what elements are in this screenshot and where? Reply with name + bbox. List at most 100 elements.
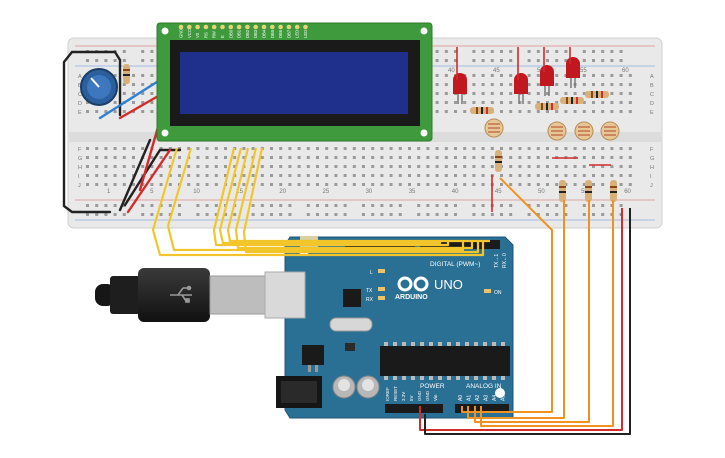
power-label: POWER [420,383,445,390]
lcd-pin[interactable] [203,24,209,30]
bb-row-letter: G [78,156,82,162]
lcd-data-wires[interactable] [151,147,490,257]
bb-row-letter: H [650,165,654,171]
lcd-pin-label: V0 [195,32,200,38]
power-pin-label: 5V [409,395,414,401]
lcd-pin[interactable] [195,24,200,30]
bb-col-number: 20 [279,189,286,195]
bb-row-letter: B [78,83,82,89]
lcd-pin[interactable] [245,24,250,30]
arduino-infinity-logo-icon [397,276,429,292]
bb-row-letter: J [650,183,653,189]
lcd-pin-label: RW [212,31,217,38]
bb-row-letter: F [650,147,654,153]
bb-row-letter: C [650,92,654,98]
left-wires[interactable] [62,48,182,214]
lcd-pin[interactable] [187,24,192,30]
analog-label: ANALOG IN [466,383,502,390]
bb-col-number: 10 [193,189,200,195]
lcd-pin-label: DB3 [253,29,258,38]
lcd-screen [180,52,408,114]
photoresistors[interactable] [484,118,620,141]
usb-cable[interactable] [95,268,306,322]
bb-row-letter: C [78,92,82,98]
on-label: ON [494,290,502,296]
lcd-pin-label: DB6 [278,29,283,38]
lcd-pin-label: DB4 [262,29,267,38]
bb-col-number: 5 [150,189,154,195]
photoresistor-icon [547,121,567,141]
bb-row-letter: D [650,101,654,107]
analog-pin-label: A1 [467,395,473,401]
bb-col-number: 1 [107,189,111,195]
tx-label: TX→1 [494,254,500,268]
bb-col-number: 40 [448,68,455,74]
bb-row-letter: I [650,174,652,180]
bb-col-number: 25 [323,189,330,195]
lcd-pin[interactable] [178,24,184,30]
bb-row-letter: F [78,147,82,153]
bb-col-number: 55 [580,68,587,74]
photoresistor-icon [600,121,620,141]
bb-col-number: 60 [622,68,629,74]
lcd-pin[interactable] [286,24,292,30]
bb-row-letter: H [78,165,82,171]
bb-row-letter: I [78,174,80,180]
lcd-pin[interactable] [294,24,300,30]
lcd-pin[interactable] [220,24,225,30]
photoresistor-icon [484,118,504,138]
lcd-pin-label: RS [203,32,208,38]
bb-row-letter: A [650,74,654,80]
bb-row-letter: E [78,110,82,116]
lcd-pin[interactable] [303,24,308,30]
analog-pin-label: A5 [501,395,507,401]
bb-col-number: 55 [581,189,588,195]
arduino-uno-board[interactable]: DIGITAL (PWM~) TX→1 RX←0 L TX RX ARDUINO… [276,236,514,419]
resistors-bottom[interactable] [495,150,617,202]
bb-col-number: 35 [409,189,416,195]
analog-wires[interactable] [461,177,614,427]
lcd-pin-label: LED [295,30,300,38]
power-pin-label: Vin [433,394,438,401]
rx-label: RX←0 [502,253,508,268]
analog-pin-label: A2 [475,395,481,401]
bb-col-number: 45 [495,189,502,195]
power-wires[interactable] [419,208,631,435]
lcd-pin[interactable] [211,24,217,30]
analog-pin-label: A3 [484,395,490,401]
lcd-pin[interactable] [236,24,242,30]
arduino-brand: ARDUINO [395,294,428,301]
led-rx-label: RX [366,297,374,303]
lcd-pin-label: VCC [187,29,192,38]
bb-row-letter: A [78,74,82,80]
lcd-pin[interactable] [270,24,275,30]
photoresistor-icon [574,121,594,141]
bb-col-number: 60 [624,189,631,195]
lcd-pin[interactable] [253,24,258,30]
bb-col-number: 50 [538,189,545,195]
bb-row-letter: J [78,183,81,189]
lcd-pin-label: DB0 [228,29,233,38]
power-pin-label: RESET [393,386,398,401]
potentiometer[interactable] [80,68,118,106]
power-pin-label: GND [425,390,430,401]
lcd-pin-label: DB2 [245,29,250,38]
resistors-top[interactable] [470,91,609,114]
resistor-pot[interactable] [123,64,130,84]
lcd-pin-label: E [220,35,225,38]
bb-row-letter: E [650,110,654,116]
bb-row-letter: D [78,101,82,107]
lcd-pin[interactable] [261,24,267,30]
lcd-pin-label: DB5 [270,29,275,38]
usb-symbol-icon [170,285,192,303]
power-pin-label: GND [417,390,422,401]
lcd-pin[interactable] [278,24,283,30]
lcd-pin-label: GND [179,29,184,38]
analog-pin-label: A0 [458,395,464,401]
led-tx-label: TX [366,288,373,294]
lcd-pin[interactable] [228,24,234,30]
led-l-label: L [370,270,373,276]
bb-row-letter: B [650,83,654,89]
